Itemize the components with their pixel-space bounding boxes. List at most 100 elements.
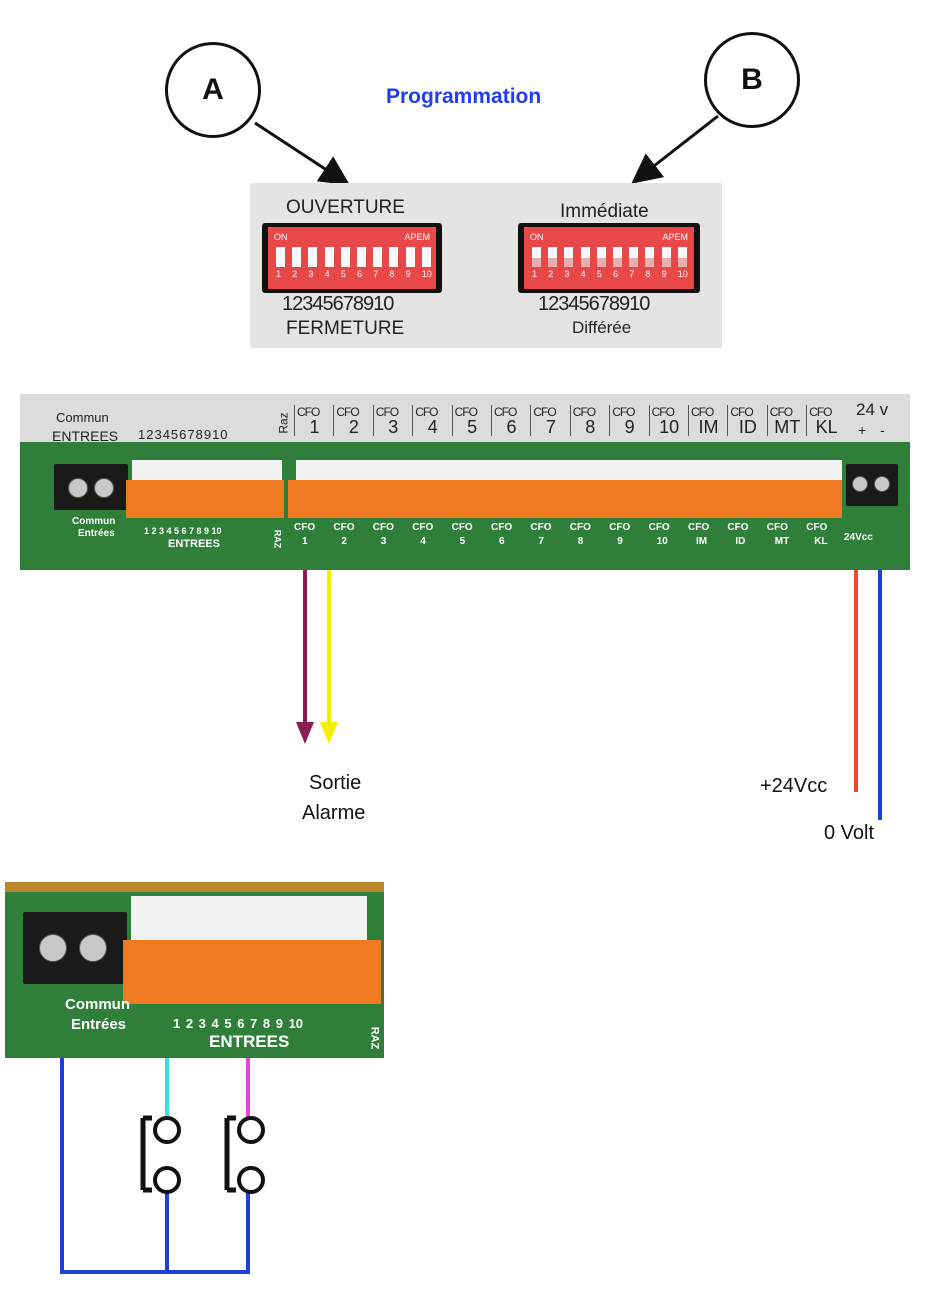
dip-right-switch-8[interactable] <box>645 247 655 267</box>
output-label: 10 <box>659 417 680 437</box>
pcb-cfo-letters: CFO <box>688 522 710 533</box>
output-label: 2 <box>348 417 359 437</box>
arrow-a <box>254 121 351 186</box>
input-terminal-pins <box>132 460 282 482</box>
pcb-output-label: ID <box>735 536 746 547</box>
detail-raz: RAZ <box>368 1026 381 1050</box>
dip-left-switch-number: 6 <box>357 269 363 279</box>
cfo-letters: CFO <box>730 405 753 419</box>
dip-right-switch-4[interactable] <box>580 247 590 267</box>
dip-left-switch-number: 5 <box>340 269 346 279</box>
board-entrees-numbers: 12345678910 <box>138 427 229 442</box>
pcb-cfo-letters: CFO <box>648 522 670 533</box>
cfo-letters: CFO <box>336 405 359 419</box>
screw-icon <box>94 478 114 498</box>
output-label: 1 <box>309 417 320 437</box>
dip-left-switch-6[interactable] <box>357 247 366 267</box>
output-label: 6 <box>506 417 517 437</box>
cfo-letters: CFO <box>572 405 596 419</box>
pcb-cfo-letters: CFO <box>806 522 828 533</box>
screw-icon <box>79 934 107 962</box>
dip-left-on: ON <box>274 232 288 242</box>
pcb-cfo-letters: CFO <box>569 522 591 533</box>
dip-right-switch-5[interactable] <box>596 247 606 267</box>
wire-blue-common <box>60 975 250 1274</box>
output-label: 5 <box>467 417 478 437</box>
cfo-letters: CFO <box>809 405 832 419</box>
pcb-output-label: KL <box>814 536 828 547</box>
screw-icon <box>39 934 67 962</box>
pcb-output-label: 10 <box>656 536 668 547</box>
output-label: 4 <box>427 417 438 437</box>
dip-right-switch-number: 8 <box>645 269 651 279</box>
dip-left-switch-number: 7 <box>373 269 379 279</box>
pcb-cfo-letters: CFO <box>412 522 434 533</box>
arrow-b <box>631 114 719 184</box>
dip-left-switch-4[interactable] <box>324 247 334 267</box>
dip-right-switch-9[interactable] <box>661 247 671 267</box>
dip-left-switch-number: 10 <box>421 269 432 279</box>
dip-left-switch-3[interactable] <box>308 247 318 267</box>
dip-right-switch-number: 5 <box>596 269 602 279</box>
dip-left-switch-1[interactable] <box>276 247 285 267</box>
cfo-letters: CFO <box>454 405 478 419</box>
pcb-cfo-letters: CFO <box>766 522 788 533</box>
caption-sortie: Sortie <box>309 772 362 794</box>
dip-left-switch-2[interactable] <box>292 247 302 267</box>
programming-title: Programmation <box>386 85 542 108</box>
pcb-cfo-letters: CFO <box>294 522 316 533</box>
dip-right-switch-2[interactable] <box>548 247 558 267</box>
cfo-letters: CFO <box>691 405 714 419</box>
output-label: ID <box>738 417 757 437</box>
dip-left-switch-number: 8 <box>389 269 395 279</box>
output-label: 8 <box>585 417 596 437</box>
push-button-2 <box>224 1115 265 1194</box>
output-label: 7 <box>545 417 556 437</box>
dip-left-switch-9[interactable] <box>405 247 415 267</box>
detail-entrees-caps: ENTREES <box>209 1032 290 1051</box>
wire-maroon-arrowhead <box>296 722 314 744</box>
dip-left-switch-10[interactable] <box>421 247 431 267</box>
board-plus-minus: + - <box>858 422 885 438</box>
output-label: MT <box>774 417 801 437</box>
dip-right-switch-6[interactable] <box>613 247 622 267</box>
push-button-1 <box>140 1115 181 1194</box>
board-entrees-label: ENTREES <box>52 428 119 444</box>
dip-right-top-label: Immédiate <box>560 201 649 222</box>
dip-right-switch-number: 3 <box>564 269 570 279</box>
detail-numbers: 1 2 3 4 5 6 7 8 9 10 <box>173 1016 304 1031</box>
board-edge <box>5 882 384 892</box>
board-power-label: 24 v <box>856 400 889 419</box>
dip-right-switch-7[interactable] <box>629 247 639 267</box>
output-label: 3 <box>388 417 399 437</box>
pcb-cfo-letters: CFO <box>451 522 473 533</box>
pcb-area: Commun Entrées 1 2 3 4 5 6 7 8 9 10 ENTR… <box>20 442 910 570</box>
dip-left-switch-7[interactable] <box>373 247 383 267</box>
dip-left-switch-number: 3 <box>308 269 314 279</box>
pcb-24vcc: 24Vcc <box>844 532 873 543</box>
pcb-output-label: 7 <box>538 536 544 547</box>
pcb-entrees-numbers: 1 2 3 4 5 6 7 8 9 10 <box>144 526 222 536</box>
pcb-cfo-letters: CFO <box>727 522 749 533</box>
detail-commun: Commun <box>65 996 130 1013</box>
dip-right-switch-10[interactable] <box>677 247 687 267</box>
dip-right-switch-3[interactable] <box>564 247 574 267</box>
pcb-cfo-letters: CFO <box>530 522 552 533</box>
pcb-raz: RAZ <box>272 529 283 549</box>
pcb-entrees-caps: ENTREES <box>168 538 220 550</box>
dip-right-switch-1[interactable] <box>532 247 541 267</box>
dip-left-switch-8[interactable] <box>389 247 399 267</box>
pcb-cfo-letters: CFO <box>491 522 513 533</box>
dip-right-switch-number: 6 <box>613 269 619 279</box>
dip-left-switch-5[interactable] <box>340 247 350 267</box>
